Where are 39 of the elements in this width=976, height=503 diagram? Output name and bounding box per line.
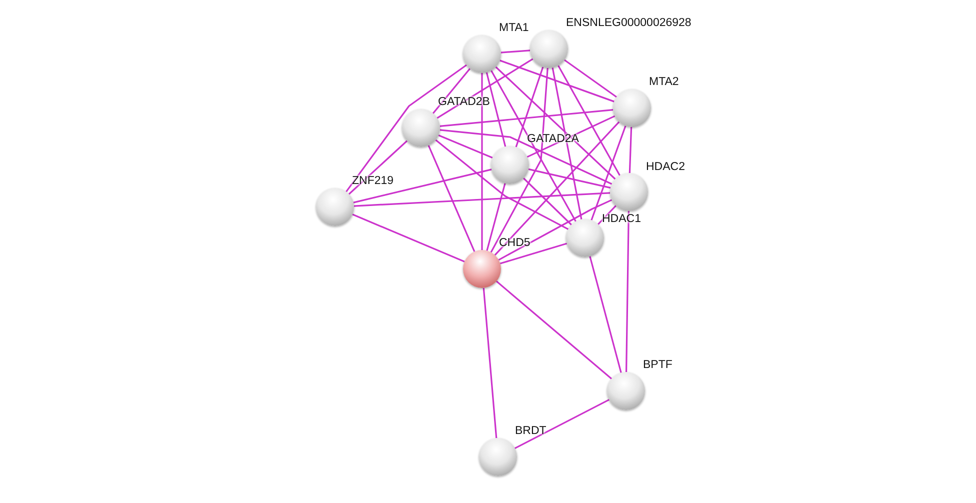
interaction-line (490, 70, 576, 222)
interaction-line (515, 66, 544, 148)
node-label: MTA2 (649, 76, 679, 89)
interaction-line (346, 64, 467, 192)
node-label: BPTF (643, 359, 672, 372)
interaction-line (590, 126, 626, 220)
node-label: ENSNLEG00000026928 (566, 17, 692, 30)
node-label: BRDT (515, 425, 546, 438)
interaction-line (428, 145, 476, 252)
interaction-line (564, 59, 617, 98)
interaction-line (354, 192, 610, 207)
interaction-line (589, 256, 622, 373)
interaction-line (438, 134, 493, 158)
interaction-line (486, 183, 506, 251)
interaction-line (496, 280, 612, 380)
interaction-line (528, 168, 611, 189)
interaction-line (348, 140, 408, 195)
interaction-line (494, 121, 620, 256)
interaction-line (558, 65, 620, 176)
interaction-line (435, 139, 569, 230)
interaction-line (628, 126, 632, 174)
interaction-line (481, 73, 483, 250)
interaction-line (482, 288, 498, 438)
interaction-line (440, 129, 612, 185)
interaction-line (353, 168, 492, 204)
interaction-line (490, 68, 548, 253)
interaction-line (498, 199, 612, 261)
interaction-line (526, 115, 616, 158)
interaction-line (552, 68, 582, 220)
interaction-line (486, 72, 506, 147)
node-label: HDAC2 (646, 161, 685, 174)
interaction-line (440, 109, 614, 127)
interaction-line (500, 60, 614, 102)
interaction-line (523, 178, 572, 226)
interaction-line (495, 66, 616, 180)
node-label: MTA1 (499, 22, 529, 35)
interaction-line (352, 214, 465, 262)
interaction-line (514, 399, 610, 449)
interaction-line (500, 50, 530, 54)
